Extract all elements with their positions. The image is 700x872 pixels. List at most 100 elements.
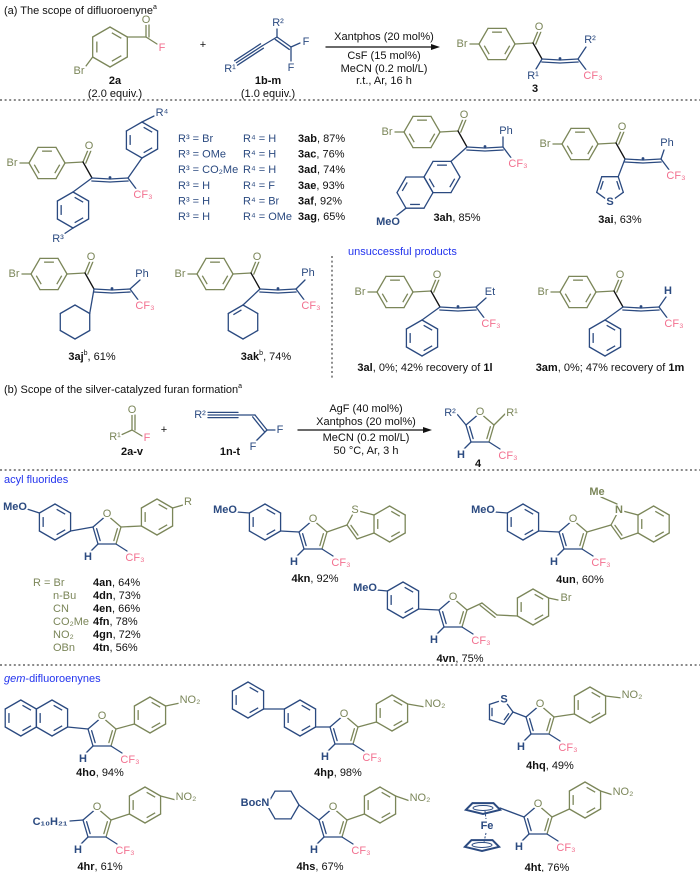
reactant-amount: (2.0 equiv.)	[88, 88, 142, 100]
bromophenyl-ring	[92, 26, 128, 68]
double-bond	[559, 58, 579, 61]
bond-line	[559, 291, 570, 309]
h-atom-label: H	[457, 449, 465, 461]
r3-substituent: R³ = H	[178, 180, 210, 192]
bond-line	[343, 714, 359, 728]
bond-line	[72, 177, 93, 193]
methoxyphenyl-ring	[386, 581, 420, 619]
bond-line	[264, 503, 282, 514]
benzo-ring	[373, 505, 406, 543]
bond-line	[408, 133, 415, 143]
double-bond	[319, 533, 325, 547]
triple-bond	[235, 45, 263, 64]
bond-line	[524, 508, 534, 515]
footnote-mark: a	[238, 383, 242, 390]
br-atom-label: Br	[561, 592, 572, 604]
f-atom-label: F	[250, 441, 257, 453]
bond-line	[54, 530, 72, 541]
bond-line	[164, 702, 181, 707]
bond-line	[522, 530, 540, 541]
double-bond	[546, 718, 552, 732]
cf3-atom-label: CF₃	[125, 552, 144, 564]
compound-id: 3ac	[298, 149, 316, 161]
condition-text: CsF (15 mol%)	[347, 50, 420, 62]
no2-atom-label: NO₂	[425, 698, 446, 710]
bond-line	[421, 319, 439, 330]
bond-line	[403, 291, 414, 309]
r4-substituent: R⁴ = H	[243, 164, 276, 176]
bromophenyl-ring	[516, 588, 550, 626]
bond-line	[85, 56, 94, 67]
bond-line	[51, 699, 69, 710]
product-id: 3	[532, 83, 538, 95]
bond-line	[84, 272, 95, 290]
bond-line	[606, 345, 616, 352]
compound-id: 4tn	[93, 642, 110, 654]
bond-line	[546, 833, 559, 842]
meo-atom-label: MeO	[471, 504, 495, 516]
bond-line	[249, 686, 259, 693]
bond-line	[30, 273, 41, 291]
bond-line	[140, 498, 158, 509]
double-bond	[546, 816, 553, 835]
o-atom-label: O	[103, 508, 112, 520]
double-bond	[613, 278, 620, 292]
cf3-atom-label: CF₃	[556, 842, 575, 854]
n-atom-label: N	[615, 504, 623, 516]
bond-line	[72, 191, 90, 202]
no2-atom-label: NO₂	[622, 689, 643, 701]
bond-line	[266, 790, 276, 806]
bond-line	[143, 147, 153, 154]
compound-id: 4hq	[526, 760, 546, 772]
bond-line	[159, 795, 177, 801]
bond-line	[586, 524, 612, 533]
cf3-atom-label: CF₃	[133, 189, 152, 201]
br-atom-label: Br	[74, 65, 85, 77]
f-atom-label: F	[159, 42, 166, 54]
bond-line	[449, 178, 456, 188]
cyclohexenyl-ring	[227, 304, 259, 340]
bond-line	[346, 813, 366, 821]
bond-line	[247, 708, 265, 719]
bond-line	[585, 293, 592, 303]
r4-atom-label: R⁴	[156, 107, 169, 119]
bond-line	[120, 525, 143, 528]
bond-line	[227, 329, 244, 340]
bond-line	[589, 713, 607, 724]
bond-line	[596, 191, 611, 203]
compound-label: 4un, 60%	[556, 574, 604, 586]
r-substituent: CO₂Me	[53, 616, 89, 628]
bond-line	[376, 291, 387, 309]
bond-line	[637, 505, 655, 516]
double-bond	[581, 531, 588, 550]
bond-line	[421, 346, 439, 357]
bond-line	[151, 722, 161, 729]
r2-atom-label: R²	[272, 17, 284, 29]
meo-atom-label: MeO	[376, 216, 400, 228]
allene-center-dot	[456, 305, 460, 308]
phenyl-ring	[405, 319, 439, 357]
compound-id: 4an	[93, 577, 112, 589]
bond-line	[506, 503, 524, 514]
bond-line	[396, 176, 407, 194]
bond-line	[393, 720, 403, 727]
double-bond	[113, 528, 119, 542]
bond-line	[379, 786, 397, 797]
bond-line	[393, 699, 403, 706]
double-bond	[253, 261, 260, 275]
bromophenyl-ring	[559, 275, 597, 309]
double-bond	[466, 149, 486, 152]
bond-line	[329, 714, 345, 728]
bond-line	[53, 704, 63, 711]
double-bond	[329, 726, 336, 745]
bond-line	[599, 790, 614, 796]
bond-line	[236, 511, 251, 514]
double-bond	[461, 609, 468, 628]
bond-line	[596, 176, 603, 193]
double-bond	[642, 161, 662, 164]
bond-line	[566, 145, 573, 155]
bond-line	[610, 509, 620, 526]
bond-line	[564, 293, 571, 303]
compound-id: 4vn	[436, 653, 455, 665]
double-bond	[468, 426, 474, 440]
